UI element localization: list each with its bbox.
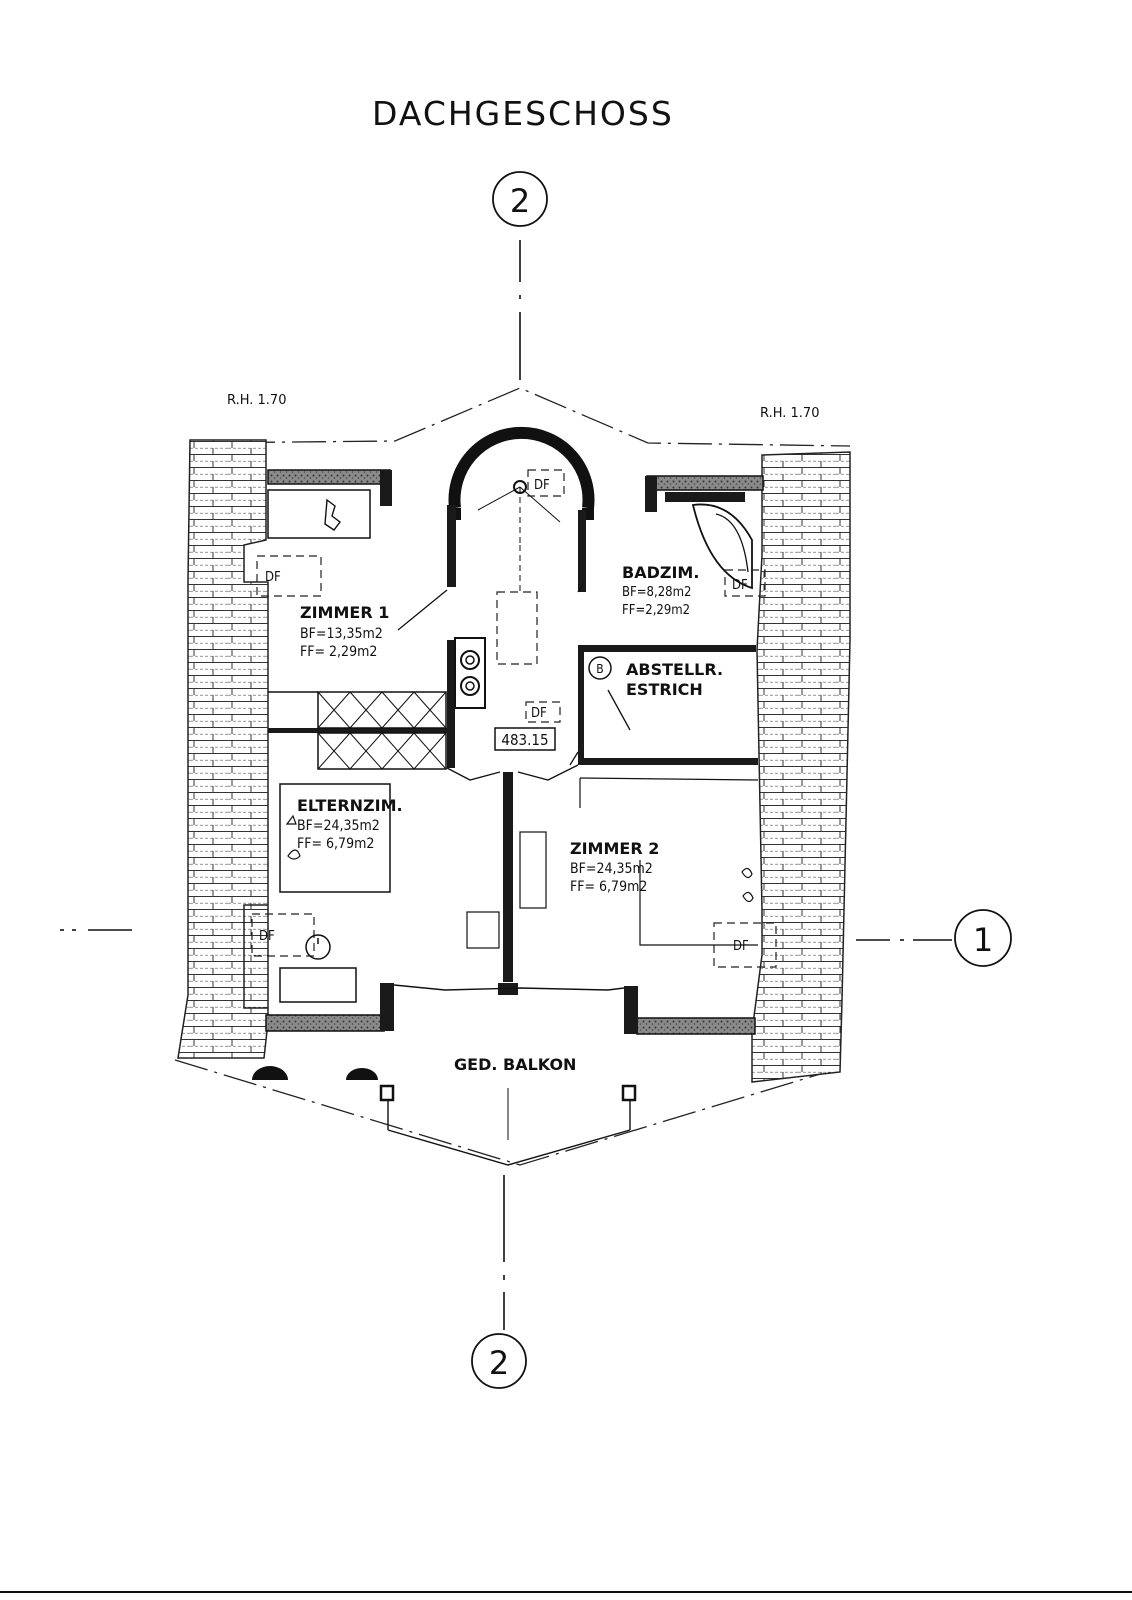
section-marker-bottom: 2 bbox=[471, 1333, 527, 1389]
level-box bbox=[494, 727, 556, 751]
wall-stair-left bbox=[447, 505, 456, 587]
balcony: GED. BALKON bbox=[252, 984, 637, 1166]
elternzim-ff: FF= 6,79m2 bbox=[297, 836, 374, 852]
section-marker-bottom-label: 2 bbox=[489, 1344, 509, 1382]
room-height-left: R.H. 1.70 bbox=[227, 393, 286, 408]
wall-bath-bottom bbox=[578, 645, 756, 652]
zimmer1-ff: FF= 2,29m2 bbox=[300, 644, 377, 660]
skylight-label-hall: DF bbox=[531, 706, 547, 721]
abstellr-marker: B bbox=[596, 662, 603, 676]
bathtub-icon bbox=[691, 503, 753, 590]
badzim-ff: FF=2,29m2 bbox=[622, 603, 690, 618]
wall-storage-left bbox=[578, 645, 584, 765]
balkon-name: GED. BALKON bbox=[454, 1055, 576, 1074]
spiral-stair-bay: DF bbox=[448, 426, 595, 545]
section-marker-icon bbox=[471, 1333, 527, 1389]
skylight-label-zimmer1: DF bbox=[265, 570, 281, 585]
skylight-icon bbox=[256, 555, 322, 597]
zimmer1-name: ZIMMER 1 bbox=[300, 603, 389, 622]
toilet-icon bbox=[305, 934, 331, 960]
roof-tiles-right bbox=[751, 451, 851, 1083]
zimmer2-name: ZIMMER 2 bbox=[570, 839, 659, 858]
section-marker-icon bbox=[954, 909, 1012, 967]
plan-title: DACHGESCHOSS bbox=[372, 94, 674, 133]
chimney-icon bbox=[454, 637, 486, 709]
section-marker-icon bbox=[492, 171, 548, 227]
room-zimmer1: DF ZIMMER 1 BF=13,35m2 FF= 2,29m2 bbox=[256, 489, 389, 660]
wall-bottom-right bbox=[636, 1017, 756, 1035]
wall-top-right bbox=[646, 475, 764, 491]
wall-top-left bbox=[267, 469, 391, 485]
wall-center bbox=[503, 772, 513, 982]
wall-storage-bottom bbox=[578, 758, 758, 765]
zimmer2-ff: FF= 6,79m2 bbox=[570, 879, 647, 895]
room-zimmer2: DF ZIMMER 2 BF=24,35m2 FF= 6,79m2 bbox=[466, 777, 777, 968]
skylight-label-stair: DF bbox=[534, 478, 550, 493]
badzim-bf: BF=8,28m2 bbox=[622, 585, 691, 600]
skylight-icon bbox=[496, 591, 538, 665]
room-height-right: R.H. 1.70 bbox=[760, 406, 819, 421]
storage-shelving bbox=[268, 691, 447, 770]
room-elternzim: ELTERNZIM. BF=24,35m2 FF= 6,79m2 DF bbox=[251, 783, 403, 1003]
skylight-icon bbox=[713, 922, 777, 968]
elternzim-name: ELTERNZIM. bbox=[297, 796, 403, 815]
wall-zimmer1-bottom bbox=[268, 728, 448, 733]
badzim-name: BADZIM. bbox=[622, 563, 699, 582]
zimmer2-bf: BF=24,35m2 bbox=[570, 861, 653, 877]
wall-bottom-left bbox=[265, 1014, 385, 1032]
section-marker-top-label: 2 bbox=[510, 182, 530, 220]
skylight-label-zimmer2: DF bbox=[733, 939, 749, 954]
skylight-label-bath: DF bbox=[732, 578, 748, 593]
bed bbox=[279, 783, 391, 893]
level-value: 483.15 bbox=[501, 731, 548, 749]
room-badzim: DF BADZIM. BF=8,28m2 FF=2,29m2 bbox=[622, 503, 766, 618]
section-marker-right-label: 1 bbox=[973, 921, 993, 959]
abstellr-name2: ESTRICH bbox=[626, 680, 703, 699]
wall-stair-right bbox=[578, 510, 586, 592]
section-marker-top: 2 bbox=[492, 171, 548, 227]
zimmer1-bf: BF=13,35m2 bbox=[300, 626, 383, 642]
abstellr-name: ABSTELLR. bbox=[626, 660, 723, 679]
skylight-label-eltern: DF bbox=[259, 929, 275, 944]
elternzim-bf: BF=24,35m2 bbox=[297, 818, 380, 834]
room-abstellr: B ABSTELLR. ESTRICH bbox=[588, 656, 723, 699]
section-marker-right: 1 bbox=[954, 909, 1012, 967]
roof-tiles-left bbox=[177, 439, 269, 1059]
roof-eave-bottom bbox=[174, 1059, 841, 1166]
